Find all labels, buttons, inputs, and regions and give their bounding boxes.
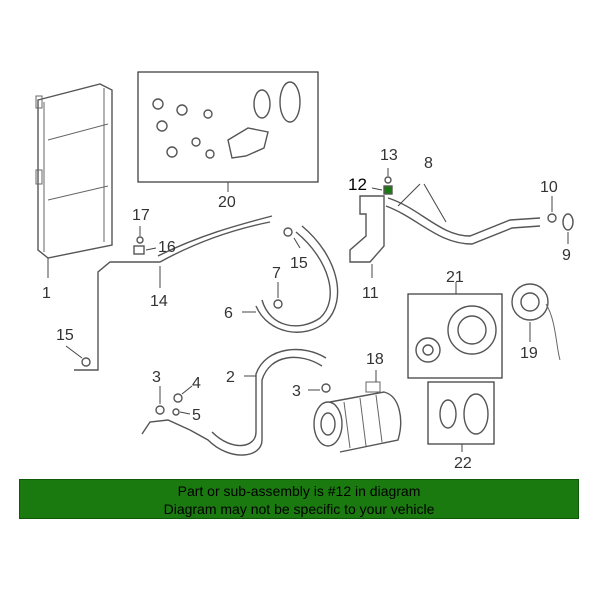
cap-5-part <box>172 408 180 416</box>
callout-2: 2 <box>226 369 235 386</box>
discharge-line-part <box>387 197 541 237</box>
condenser-part <box>35 83 113 278</box>
callout-1: 1 <box>42 285 51 302</box>
callout-15-lower: 15 <box>56 327 74 344</box>
o-ring-3-part <box>321 383 331 393</box>
compressor-part <box>313 381 402 453</box>
callout-17: 17 <box>132 207 150 224</box>
o-ring-7-part <box>273 299 283 309</box>
assembly-box-22 <box>427 381 495 445</box>
callout-3-left: 3 <box>152 369 161 386</box>
callout-9: 9 <box>562 247 571 264</box>
callout-12: 12 <box>348 175 367 194</box>
callout-21: 21 <box>446 269 464 286</box>
assembly-box-21 <box>407 293 503 379</box>
callout-22: 22 <box>454 455 472 472</box>
callout-13: 13 <box>380 147 398 164</box>
liquid-line-part <box>97 221 271 360</box>
callout-18: 18 <box>366 351 384 368</box>
suction-hose-part <box>189 356 323 456</box>
hose-fitting-15-part <box>74 360 99 371</box>
assembly-box-20 <box>137 71 319 183</box>
callout-5: 5 <box>192 407 201 424</box>
callout-15-mid: 15 <box>290 255 308 272</box>
callout-16: 16 <box>158 239 176 256</box>
callout-4: 4 <box>192 375 201 392</box>
seal-kit-part <box>439 393 489 435</box>
info-banner: Part or sub-assembly is #12 in diagram D… <box>19 479 579 519</box>
clutch-assembly-part <box>415 305 497 363</box>
discharge-hose-part <box>141 419 191 435</box>
callout-7: 7 <box>272 265 281 282</box>
cap-13-part <box>384 176 392 184</box>
banner-line-2: Diagram may not be specific to your vehi… <box>163 501 435 517</box>
clutch-coil-part <box>511 283 561 361</box>
valve-core-16-part <box>133 245 145 255</box>
hardware-kit-part <box>152 81 301 159</box>
callout-8: 8 <box>424 155 433 172</box>
banner-line-1: Part or sub-assembly is #12 in diagram <box>177 483 421 499</box>
o-ring-17-part <box>136 236 144 244</box>
o-ring-10-part <box>547 213 557 223</box>
callout-14: 14 <box>150 293 168 310</box>
pressure-switch-12-part <box>383 185 393 195</box>
callout-6: 6 <box>224 305 233 322</box>
callout-20: 20 <box>218 194 236 211</box>
callout-10: 10 <box>540 179 558 196</box>
valve-4-part <box>173 393 183 403</box>
seal-9-part <box>562 213 574 231</box>
callout-3-right: 3 <box>292 383 301 400</box>
callout-11: 11 <box>362 285 379 302</box>
suction-line-part <box>261 231 331 327</box>
accumulator-11-part <box>349 195 385 263</box>
callout-19: 19 <box>520 345 538 362</box>
